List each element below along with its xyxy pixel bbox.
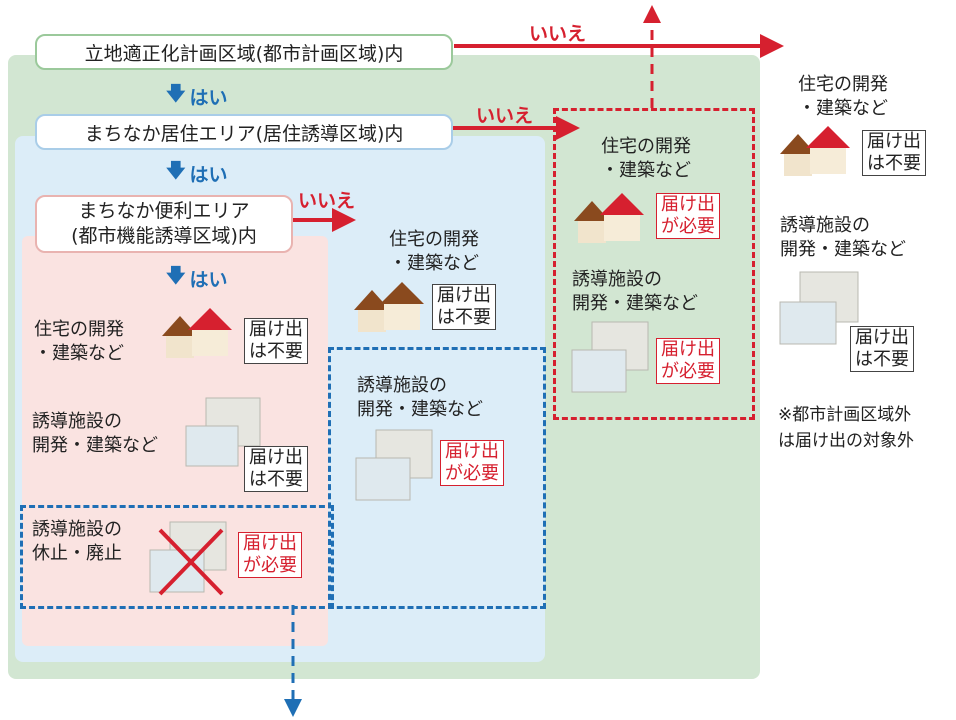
down-arrow-icon: 🡇 — [166, 265, 186, 287]
outside-housing-label: 住宅の開発 ・建築など — [798, 74, 888, 119]
footnote: ※都市計画区域外 は届け出の対象外 — [778, 405, 914, 451]
yes-label-3: 🡇 はい — [166, 262, 228, 294]
outside-facility-badge: 届け出 は不要 — [850, 326, 914, 372]
building-icon — [779, 271, 859, 345]
conv-closure-label: 誘導施設の 休止・廃止 — [32, 519, 122, 564]
yes-label-1: 🡇 はい — [166, 80, 228, 112]
res-housing-badge: 届け出 は不要 — [432, 284, 496, 330]
down-arrow-icon: 🡇 — [166, 160, 186, 182]
res-facility-badge: 届け出 が必要 — [440, 440, 504, 486]
outside-housing-badge: 届け出 は不要 — [862, 130, 926, 176]
city-plan-zone-label: 立地適正化計画区域(都市計画区域)内 — [35, 34, 453, 70]
convenience-zone-label: まちなか便利エリア (都市機能誘導区域)内 — [35, 195, 293, 253]
no-label-middle: いいえ — [476, 105, 534, 127]
building-icon — [185, 397, 261, 467]
res-housing-label: 住宅の開発 ・建築など — [389, 229, 479, 274]
no-label-top: いいえ — [529, 23, 587, 45]
res-out-housing-label: 住宅の開発 ・建築など — [601, 136, 691, 181]
residential-zone-label: まちなか居住エリア(居住誘導区域)内 — [35, 114, 453, 150]
facility-closure-dashed-box — [20, 505, 334, 609]
conv-facility-badge: 届け出 は不要 — [244, 446, 308, 492]
conv-housing-label: 住宅の開発 ・建築など — [34, 319, 124, 364]
building-icon — [571, 321, 649, 393]
outside-facility-label: 誘導施設の 開発・建築など — [780, 215, 906, 260]
convenience-zone-label-line2: (都市機能誘導区域)内 — [71, 225, 257, 247]
house-icon — [354, 282, 424, 332]
conv-closure-badge: 届け出 が必要 — [238, 532, 302, 578]
house-icon — [780, 126, 850, 176]
facility-dev-dashed-box — [328, 347, 546, 609]
conv-facility-label: 誘導施設の 開発・建築など — [32, 411, 158, 456]
no-label-inner: いいえ — [298, 190, 356, 212]
house-icon — [574, 193, 644, 243]
house-icon — [162, 308, 232, 358]
res-out-facility-label: 誘導施設の 開発・建築など — [572, 269, 698, 314]
conv-housing-badge: 届け出 は不要 — [244, 318, 308, 364]
down-arrow-icon: 🡇 — [166, 83, 186, 105]
res-facility-label: 誘導施設の 開発・建築など — [357, 375, 483, 420]
building-icon — [355, 429, 433, 501]
building-icon — [149, 521, 227, 593]
res-out-facility-badge: 届け出 が必要 — [656, 338, 720, 384]
convenience-zone-label-line1: まちなか便利エリア — [78, 200, 250, 222]
yes-label-2: 🡇 はい — [166, 157, 228, 189]
cross-mark-icon — [158, 528, 224, 596]
outside-residential-dashed-box — [553, 108, 755, 420]
res-out-housing-badge: 届け出 が必要 — [656, 193, 720, 239]
